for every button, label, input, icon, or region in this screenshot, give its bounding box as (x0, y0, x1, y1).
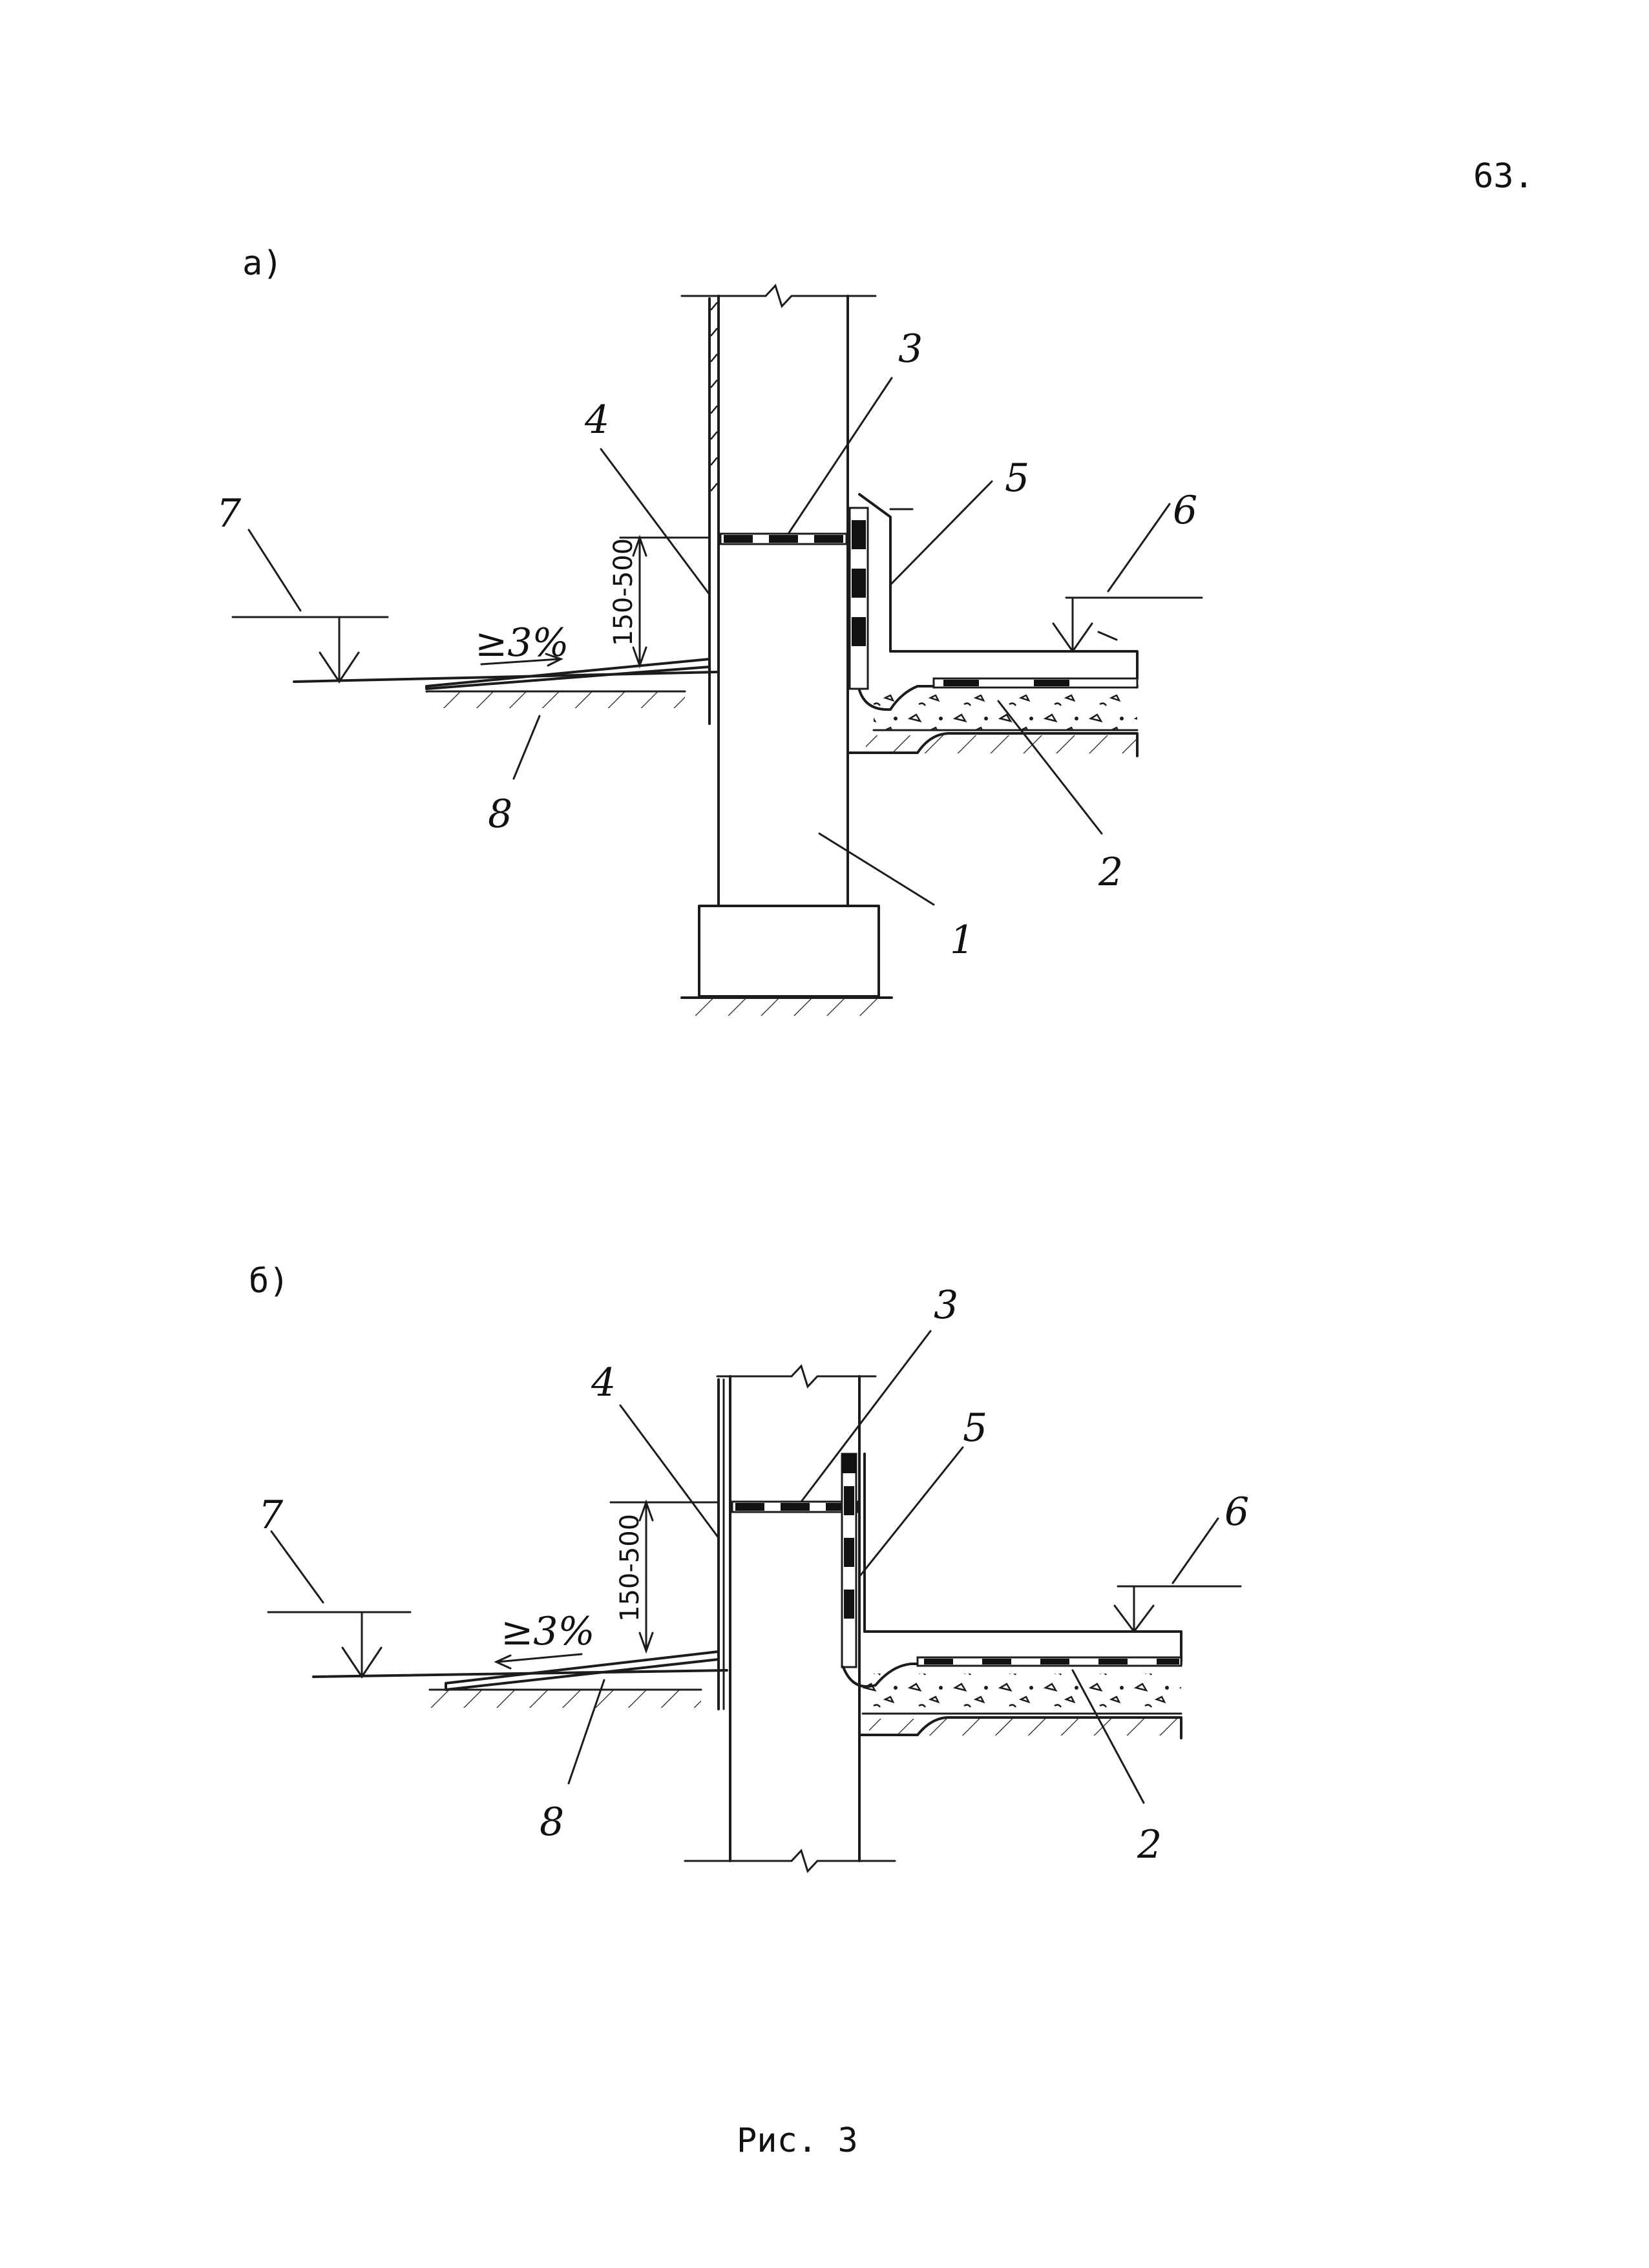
callout-2-a: 2 (1098, 850, 1123, 895)
horizontal-insulation-b (731, 1500, 859, 1513)
callout-5-b: 5 (963, 1405, 987, 1451)
wall-b (684, 1364, 896, 1873)
callout-7-b: 7 (258, 1493, 284, 1538)
footing-soil-a (682, 998, 892, 1016)
vertical-insulation-a (708, 297, 718, 725)
dimension-a: 150-500 (609, 534, 711, 669)
callout-8-b: 8 (540, 1800, 564, 1845)
figure-a: а) 150-500 (216, 244, 1203, 1016)
footing-a (698, 905, 880, 998)
callout-8-a: 8 (488, 792, 512, 837)
figure-caption: Рис. 3 (737, 2121, 858, 2160)
figure-b: б) 150-500 (249, 1262, 1249, 1873)
callout-7-a: 7 (216, 491, 242, 536)
callout-3-b: 3 (934, 1283, 958, 1328)
callout-6-b: 6 (1224, 1489, 1249, 1535)
horizontal-insulation-a (719, 532, 848, 545)
wall-a (680, 284, 877, 906)
callout-5-a: 5 (1005, 456, 1029, 501)
outside-ground-a: 7 ≥3% 8 (216, 491, 719, 837)
dimension-b: 150-500 (609, 1499, 720, 1654)
panel-label-b: б) (249, 1262, 289, 1301)
slope-label-a: ≥3% (475, 620, 569, 666)
panel-label-a: а) (242, 244, 283, 283)
dimension-label-a: 150-500 (609, 538, 638, 646)
callout-1-a: 1 (950, 918, 974, 963)
outside-ground-b: 7 ≥3% 8 (258, 1493, 728, 1845)
callout-4-a: 4 (584, 397, 609, 443)
page-number: 63. (1473, 157, 1534, 196)
interior-floor-a: 6 5 2 (846, 456, 1203, 895)
callout-4-b: 4 (591, 1360, 616, 1405)
callout-6-a: 6 (1173, 488, 1197, 533)
dimension-label-b: 150-500 (615, 1514, 645, 1622)
interior-floor-b: 6 5 2 (841, 1405, 1249, 1867)
callout-2-b: 2 (1137, 1822, 1162, 1867)
callout-3-a: 3 (898, 326, 923, 372)
slope-label-b: ≥3% (501, 1609, 594, 1654)
